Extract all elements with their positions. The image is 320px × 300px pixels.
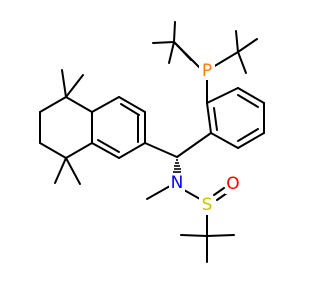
bond [216, 192, 228, 201]
bond [237, 87, 265, 104]
bond [237, 128, 259, 142]
bond [146, 185, 171, 200]
oxygen-atom: O [225, 174, 241, 194]
bond [213, 107, 218, 131]
bond [39, 96, 67, 113]
bond [173, 21, 176, 43]
nitrogen-atom: N [169, 173, 185, 193]
bond [206, 87, 239, 104]
oxygen-label: O [226, 174, 239, 194]
bond [237, 38, 258, 53]
bond [118, 142, 146, 159]
bond [97, 139, 120, 153]
structure-diagram: P N S O [39, 21, 265, 263]
bond [61, 69, 67, 98]
bond [180, 234, 208, 237]
molecule-svg: P N S O [39, 21, 265, 263]
phosphorus-label: P [202, 61, 212, 81]
bond [206, 102, 212, 134]
bonds [39, 21, 265, 263]
bond [39, 142, 67, 159]
bond [237, 94, 259, 108]
atom-labels: P N S O [169, 61, 241, 215]
bond [152, 41, 175, 44]
bond [237, 132, 265, 149]
bond [176, 132, 212, 158]
bond [91, 96, 120, 113]
bond [65, 74, 84, 98]
sulfur-atom: S [199, 195, 215, 215]
bond [118, 96, 146, 113]
bond [65, 157, 81, 185]
bond [65, 96, 93, 113]
bond [210, 132, 239, 149]
hashed-wedge-bond [173, 159, 181, 173]
bond [91, 142, 120, 159]
bond [183, 189, 201, 200]
bond [54, 157, 67, 184]
nitrogen-label: N [171, 173, 184, 193]
bond [235, 30, 239, 53]
phosphorus-atom: P [199, 61, 215, 81]
bond [237, 51, 247, 74]
bond [168, 41, 175, 64]
bond [213, 187, 225, 196]
bond [212, 51, 239, 68]
bond [144, 142, 178, 158]
sulfur-label: S [202, 195, 213, 215]
bond [120, 103, 140, 116]
bond [173, 41, 201, 69]
bond [65, 142, 93, 159]
bond [206, 234, 235, 237]
